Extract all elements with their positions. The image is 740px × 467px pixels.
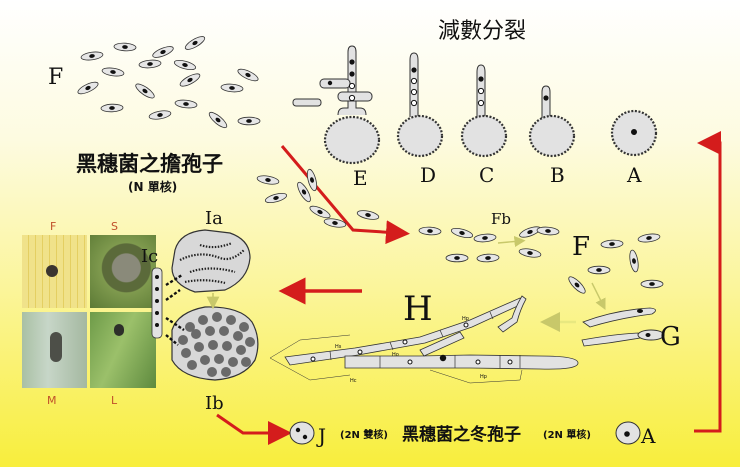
- arrow-to-fb: [280, 145, 410, 245]
- label-d: D: [420, 163, 436, 187]
- hyphae-label-hs: Hs: [335, 344, 342, 350]
- photo-smut-sorus: [90, 235, 156, 308]
- return-arrow: [694, 131, 722, 433]
- teliospore-j: [289, 421, 315, 445]
- meiosis-stage-b: [528, 85, 576, 158]
- mycelium-h: [269, 295, 579, 384]
- meiosis-stage-e: [292, 45, 381, 165]
- basidiospore-title: 黑穗菌之擔孢子: [76, 151, 223, 176]
- photo-label-m: M: [47, 394, 57, 407]
- diagram-title: 減數分裂: [438, 19, 526, 44]
- basidiospore-subtitle: (N 單核): [128, 179, 177, 194]
- teliospore-ball-ia: [171, 229, 251, 293]
- photo-label-l: L: [111, 394, 118, 407]
- photo-label-f: F: [50, 220, 57, 233]
- photo-label-s: S: [111, 220, 118, 233]
- arrow-ib-to-j: [216, 413, 292, 445]
- j-ploidy-note: (2N 雙核): [340, 428, 388, 441]
- meiosis-stage-d: [396, 52, 444, 158]
- label-ia: Ia: [205, 208, 223, 229]
- hyphae-label-ho: Ho: [392, 352, 399, 358]
- teliospore-ball-ib: [171, 306, 259, 381]
- label-f-mid: F: [572, 232, 590, 262]
- label-j: J: [316, 424, 326, 448]
- label-g: G: [660, 322, 681, 352]
- teliospore-a-bottom: [615, 421, 641, 445]
- a-ploidy-note: (2N 單核): [543, 428, 591, 441]
- teliospore-title: 黑穗菌之冬孢子: [402, 424, 521, 445]
- label-b: B: [550, 163, 565, 187]
- label-ic: Ic: [141, 246, 158, 267]
- hyphae-label-hc: Hc: [350, 378, 357, 384]
- spores-f-mid: [566, 232, 664, 311]
- germinating-spores-g: [540, 307, 665, 347]
- label-a: A: [626, 163, 642, 187]
- label-e: E: [353, 166, 368, 190]
- photo-smut-leaf: [90, 312, 156, 388]
- photo-corn-ear: [22, 235, 87, 308]
- budding-spores-fb: [418, 224, 560, 263]
- hyphae-label-hp-2: Hp: [480, 374, 487, 380]
- label-a-bottom: A: [640, 424, 656, 448]
- photo-smut-stem: [22, 312, 87, 388]
- basidiospore-cloud-top: [75, 33, 261, 131]
- smut-leaf-spot: [114, 324, 124, 336]
- label-f-top: F: [48, 65, 63, 90]
- label-c: C: [479, 163, 494, 187]
- teliospore-chain-ic: [151, 267, 185, 346]
- meiosis-stage-c: [460, 64, 508, 158]
- smut-head: [50, 332, 62, 362]
- smut-gall-spot: [46, 265, 58, 277]
- label-ib: Ib: [205, 393, 224, 414]
- label-h: H: [403, 289, 433, 329]
- label-fb: Fb: [491, 210, 511, 228]
- meiosis-stage-a: [610, 109, 658, 157]
- hyphae-label-hp-1: Hp: [462, 316, 469, 322]
